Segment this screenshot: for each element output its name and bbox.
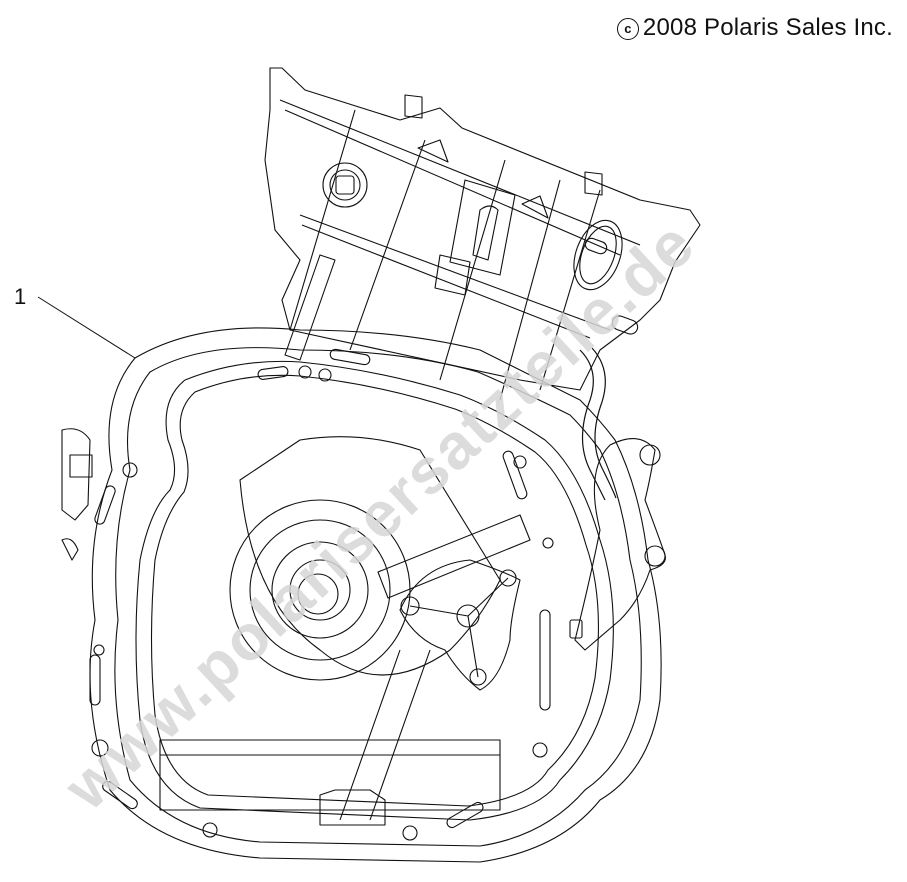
- copyright-text: 2008 Polaris Sales Inc.: [642, 14, 893, 41]
- crankcase-gasket: [89, 327, 662, 863]
- crank-flywheel: [159, 436, 531, 826]
- left-bracket: [61, 428, 93, 561]
- water-pump-cover: [399, 559, 521, 691]
- stator-housing: [569, 347, 666, 651]
- copyright-icon: c: [616, 18, 639, 40]
- callout-leader-line: [37, 296, 136, 359]
- callout-label-1: 1: [14, 284, 27, 309]
- cylinder-block: [264, 67, 701, 401]
